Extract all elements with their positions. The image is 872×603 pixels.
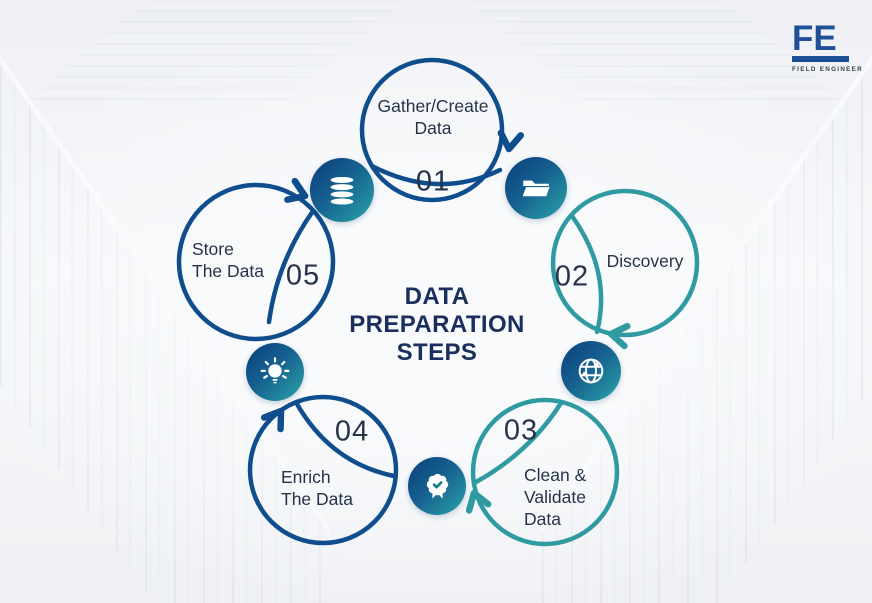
ring-circle xyxy=(247,394,399,546)
ring-circle xyxy=(176,182,336,342)
label-line: Enrich xyxy=(281,467,331,487)
step-1-number: 01 xyxy=(415,165,451,198)
swoosh-arc xyxy=(294,401,397,479)
step-2-label: Discovery xyxy=(607,250,684,272)
field-engineer-logo: FE FIELD ENGINEER xyxy=(792,19,864,73)
label-line: Store xyxy=(192,239,234,259)
folder-icon xyxy=(505,157,567,219)
ring-step-02 xyxy=(550,188,700,350)
swoosh-arc xyxy=(569,213,604,335)
label-line: Gather/Create xyxy=(377,96,489,116)
ring-step-04 xyxy=(247,394,399,546)
step-3-number: 03 xyxy=(503,414,539,447)
arrow-icon xyxy=(607,322,631,350)
arrow-icon xyxy=(465,489,492,514)
lightbulb-icon xyxy=(246,343,304,401)
swoosh-arc xyxy=(369,163,503,187)
arrow-icon xyxy=(497,129,525,153)
arrow-icon xyxy=(284,177,309,203)
step-4-label: Enrich The Data xyxy=(281,466,353,510)
ring-circle xyxy=(470,397,620,547)
ring-step-01 xyxy=(359,57,525,203)
label-line: The Data xyxy=(192,261,264,281)
step-3-label: Clean & Validate Data xyxy=(524,464,586,530)
step-2-number: 02 xyxy=(554,260,590,293)
title-line: STEPS xyxy=(396,339,478,366)
page-title: DATA PREPARATION STEPS xyxy=(297,283,577,367)
label-line: Discovery xyxy=(606,251,684,271)
step-1-label: Gather/Create Data xyxy=(378,95,489,139)
logo-tagline: FIELD ENGINEER xyxy=(792,65,864,73)
label-line: Data xyxy=(414,118,452,138)
ring-circle xyxy=(550,188,700,338)
step-5-label: Store The Data xyxy=(192,238,264,282)
label-line: The Data xyxy=(281,489,353,509)
step-5-number: 05 xyxy=(285,259,321,292)
swoosh-arc xyxy=(266,208,316,325)
swoosh-arc xyxy=(473,400,564,485)
label-line: Validate xyxy=(524,487,586,507)
database-icon xyxy=(310,158,374,222)
title-line: PREPARATION xyxy=(349,311,525,338)
label-line: Clean & xyxy=(524,465,587,485)
ring-step-05 xyxy=(176,177,336,342)
title-line: DATA xyxy=(404,283,470,310)
logo-monogram: FE xyxy=(792,19,837,58)
label-line: Data xyxy=(524,509,561,529)
arrow-icon xyxy=(260,407,285,433)
badge-check-icon xyxy=(408,457,466,515)
step-4-number: 04 xyxy=(334,415,370,448)
ring-step-03 xyxy=(465,397,620,547)
logo-underline-bar xyxy=(792,55,849,62)
globe-icon xyxy=(561,341,621,401)
